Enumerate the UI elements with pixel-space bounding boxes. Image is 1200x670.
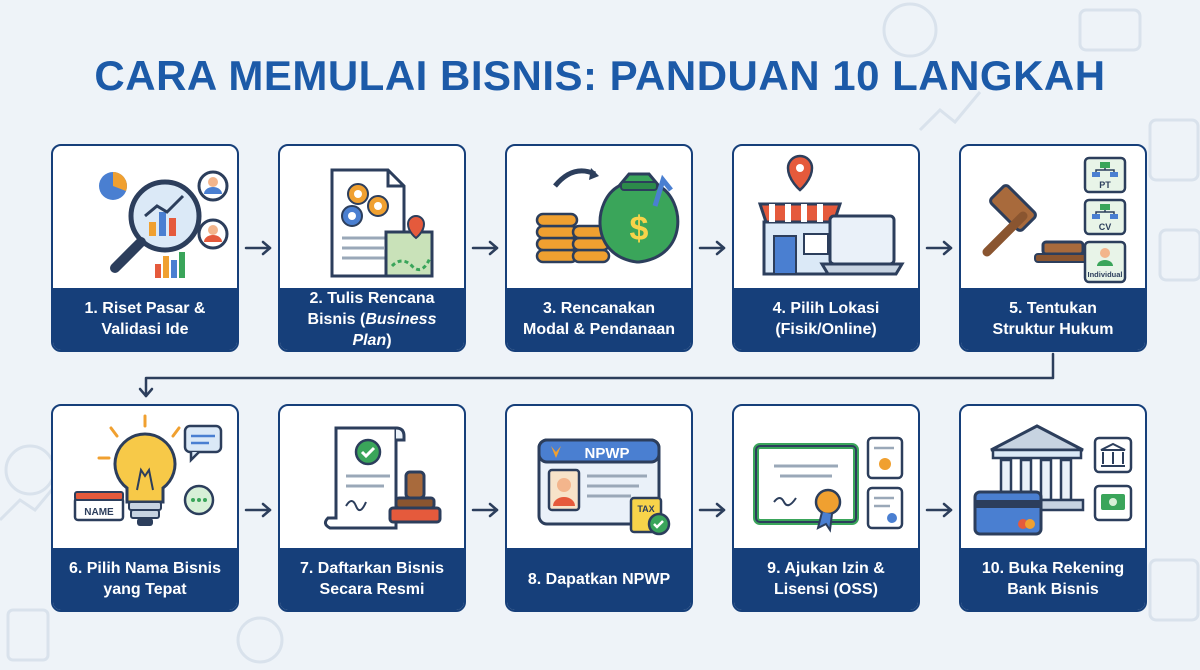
- step-card-4: 4. Pilih Lokasi (Fisik/Online): [732, 144, 920, 352]
- step-card-3: $ 3. Rencanakan Modal & Pendanaan: [505, 144, 693, 352]
- name-tag-text: NAME: [84, 507, 114, 518]
- step-label-3: 3. Rencanakan Modal & Pendanaan: [507, 288, 691, 350]
- arrow-2-3: [471, 240, 499, 256]
- step-label-line1: 10. Buka Rekening: [981, 560, 1125, 577]
- arrow-4-5: [925, 240, 953, 256]
- step-label-line1: 2. Tulis Rencana: [309, 289, 435, 307]
- row-connector-5-6: [138, 352, 1055, 398]
- step-label-7: 7. Daftarkan Bisnis Secara Resmi: [280, 548, 464, 610]
- badge-cv: CV: [1099, 222, 1112, 232]
- step-label-line1: 8. Dapatkan NPWP: [527, 570, 671, 588]
- gavel-icon: PT CV Individual: [982, 156, 1127, 284]
- step-label-line2: Lisensi (OSS): [773, 581, 879, 598]
- store-location-icon: [757, 154, 905, 276]
- business-plan-icon: [330, 168, 434, 278]
- step-label-9: 9. Ajukan Izin & Lisensi (OSS): [734, 548, 918, 610]
- badge-individual: Individual: [1087, 270, 1122, 279]
- step-label-line2: Struktur Hukum: [992, 321, 1114, 338]
- step-label-line1: 7. Daftarkan Bisnis: [299, 560, 445, 577]
- step-label-5: 5. Tentukan Struktur Hukum: [961, 288, 1145, 350]
- money-bag-icon: $: [535, 168, 680, 264]
- step-label-line2: Validasi Ide: [101, 321, 189, 338]
- arrow-3-4: [698, 240, 726, 256]
- step-label-line2: Bank Bisnis: [1007, 581, 1099, 598]
- page-title: CARA MEMULAI BISNIS: PANDUAN 10 LANGKAH: [94, 52, 1106, 99]
- step-label-line2-pre: Bisnis (: [307, 310, 366, 328]
- bank-icon: [973, 424, 1133, 536]
- step-card-7: 7. Daftarkan Bisnis Secara Resmi: [278, 404, 466, 612]
- step-card-10: 10. Buka Rekening Bank Bisnis: [959, 404, 1147, 612]
- step-label-line1: 1. Riset Pasar &: [84, 300, 206, 317]
- step-label-line1: 3. Rencanakan: [542, 300, 656, 317]
- step-card-9: 9. Ajukan Izin & Lisensi (OSS): [732, 404, 920, 612]
- arrow-6-7: [244, 502, 272, 518]
- step-label-line2: Bisnis (Business Plan): [288, 309, 456, 351]
- step-label-8: 8. Dapatkan NPWP: [507, 548, 691, 610]
- step-label-line2: Secara Resmi: [319, 581, 425, 598]
- certificate-icon: [753, 436, 904, 533]
- arrow-8-9: [698, 502, 726, 518]
- step-label-10: 10. Buka Rekening Bank Bisnis: [961, 548, 1145, 610]
- step-label-line2: (Fisik/Online): [775, 321, 877, 338]
- individual-badge-icon: Individual: [1083, 240, 1127, 284]
- npwp-card-text: NPWP: [585, 445, 630, 462]
- step-card-6: NAME 6. Pilih Nama Bisnis yang Tepat: [51, 404, 239, 612]
- step-card-5: PT CV Individual 5. Tentukan Struktur Hu…: [959, 144, 1147, 352]
- step-card-8: NPWP TAX 8. Dapatkan NPWP: [505, 404, 693, 612]
- step-label-4: 4. Pilih Lokasi (Fisik/Online): [734, 288, 918, 350]
- step-label-line1: 9. Ajukan Izin &: [767, 560, 885, 577]
- step-label-6: 6. Pilih Nama Bisnis yang Tepat: [53, 548, 237, 610]
- lightbulb-icon: NAME: [73, 414, 223, 526]
- step-label-line1: 5. Tentukan: [1009, 300, 1097, 317]
- stamp-document-icon: [323, 426, 442, 530]
- step-label-2: 2. Tulis Rencana Bisnis (Business Plan): [280, 288, 464, 350]
- arrow-7-8: [471, 502, 499, 518]
- pt-badge-icon: PT: [1083, 156, 1127, 194]
- npwp-card-icon: NPWP TAX: [537, 438, 671, 536]
- step-label-line2-em: Business Plan: [352, 310, 437, 349]
- cv-badge-icon: CV: [1083, 198, 1127, 236]
- svg-text:$: $: [630, 210, 649, 248]
- step-label-line2: yang Tepat: [103, 581, 187, 598]
- badge-pt: PT: [1099, 180, 1111, 190]
- step-label-line2: Modal & Pendanaan: [522, 321, 676, 338]
- market-research-icon: [99, 170, 229, 278]
- step-card-1: 1. Riset Pasar & Validasi Ide: [51, 144, 239, 352]
- tax-label-text: TAX: [637, 504, 654, 514]
- step-card-2: 2. Tulis Rencana Bisnis (Business Plan): [278, 144, 466, 352]
- step-label-line2-post: ): [386, 331, 392, 349]
- step-label-line1: 4. Pilih Lokasi: [772, 300, 880, 317]
- arrow-1-2: [244, 240, 272, 256]
- arrow-9-10: [925, 502, 953, 518]
- step-label-1: 1. Riset Pasar & Validasi Ide: [53, 288, 237, 350]
- step-label-line1: 6. Pilih Nama Bisnis: [68, 560, 222, 577]
